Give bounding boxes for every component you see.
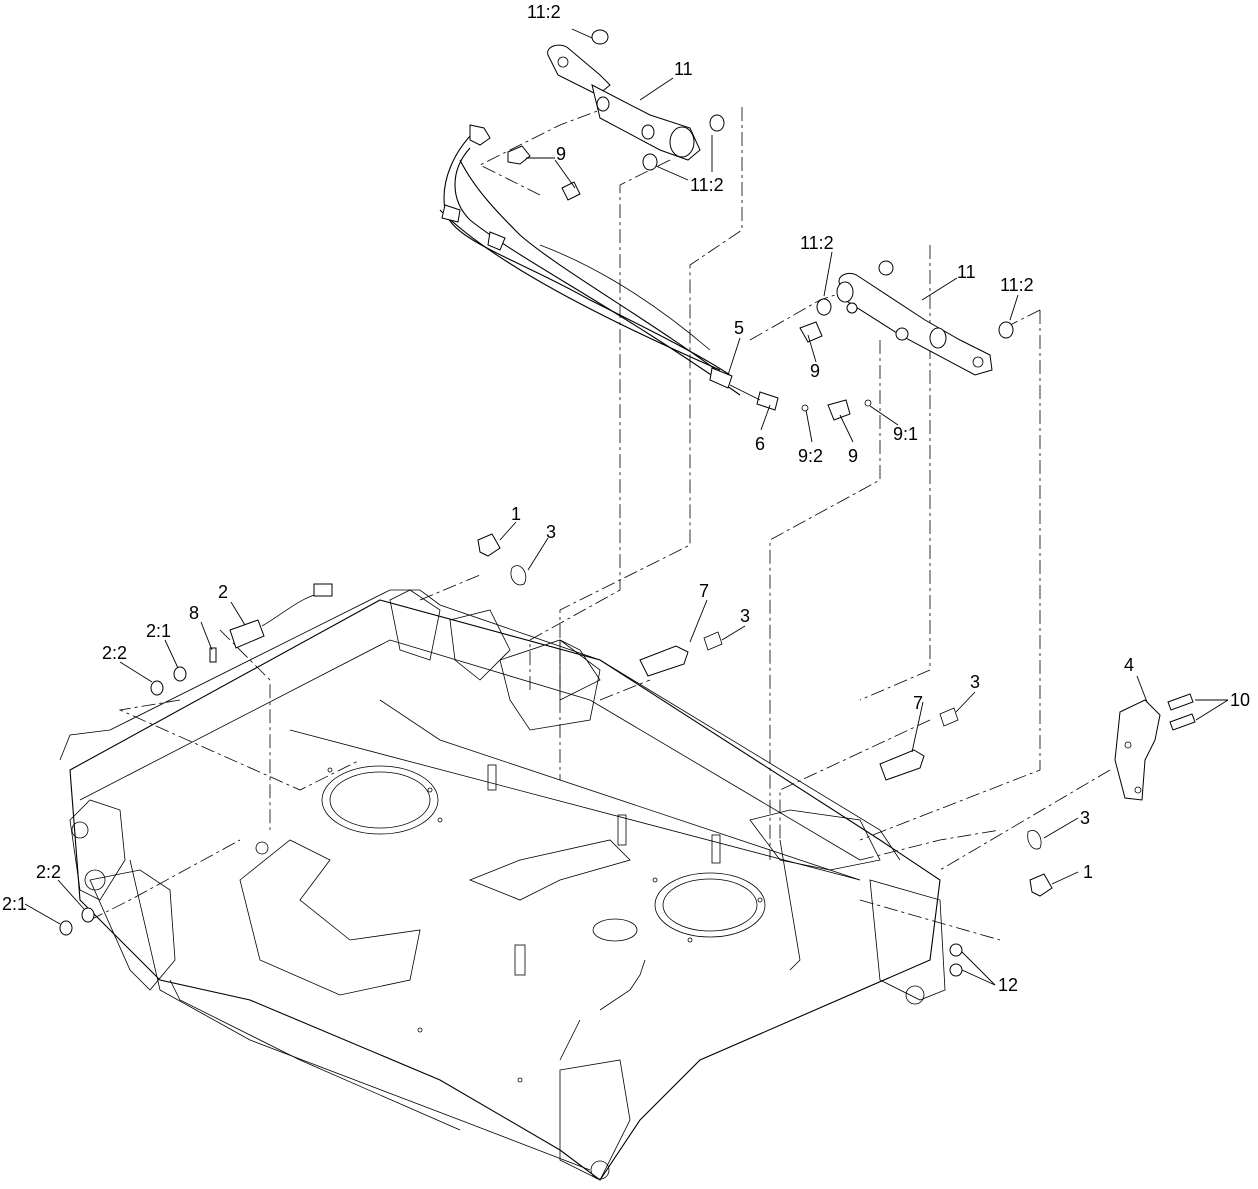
elbow-fittings (507, 145, 872, 421)
callout-9-lower-upper: 9 (810, 361, 820, 381)
callout-1-top: 1 (511, 504, 521, 524)
callout-5: 5 (734, 318, 744, 338)
deck-frame (59, 589, 946, 1181)
callout-7-center: 7 (699, 581, 709, 601)
callout-4: 4 (1124, 655, 1134, 675)
callout-labels: 11:2 11 9 11:2 11:2 11 11:2 5 9 6 9:2 9 … (2, 2, 1250, 995)
callout-9-2: 9:2 (798, 446, 823, 466)
callout-1-right: 1 (1083, 862, 1093, 882)
callout-11-2-top: 11:2 (527, 2, 561, 22)
callout-6: 6 (755, 434, 765, 454)
hardware-parts (59, 533, 1196, 977)
callout-3-center: 3 (740, 606, 750, 626)
callout-11-2-lower-right: 11:2 (1000, 275, 1034, 295)
hydraulic-hoses (439, 124, 779, 411)
callout-9-top: 9 (556, 144, 566, 164)
callout-8: 8 (189, 603, 199, 623)
callout-3-right-upper: 3 (970, 672, 980, 692)
callout-9-1: 9:1 (893, 424, 918, 444)
callout-11-top: 11 (674, 59, 693, 79)
callout-11-lower: 11 (957, 262, 976, 282)
leader-lines (24, 28, 1229, 986)
callout-11-2-mid: 11:2 (690, 175, 724, 195)
callout-2-1-lower: 2:1 (2, 894, 27, 914)
callout-2-2-lower: 2:2 (36, 862, 61, 882)
callout-2: 2 (218, 582, 228, 602)
callout-7-right: 7 (913, 693, 923, 713)
callout-2-1-upper: 2:1 (146, 621, 171, 641)
callout-11-2-lower-left: 11:2 (800, 233, 834, 253)
assembly-centerlines (89, 107, 1111, 941)
lift-cylinder-upper (547, 29, 725, 171)
callout-2-2-upper: 2:2 (102, 643, 127, 663)
callout-3-top: 3 (546, 522, 556, 542)
lift-cylinder-lower (816, 260, 1014, 376)
callout-9-lower: 9 (848, 446, 858, 466)
callout-3-right-lower: 3 (1080, 808, 1090, 828)
callout-12: 12 (998, 975, 1018, 995)
callout-10: 10 (1230, 690, 1250, 710)
